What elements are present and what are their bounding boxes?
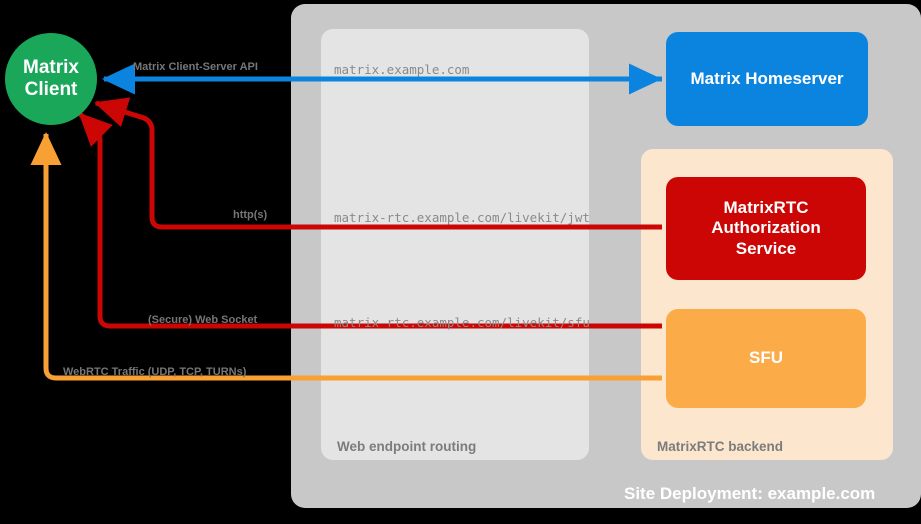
edge-label-sfu-ws: (Secure) Web Socket: [148, 314, 258, 326]
edge-sfu-ws: [78, 112, 662, 329]
edge-label-webrtc: WebRTC Traffic (UDP, TCP, TURNs): [63, 366, 247, 378]
web-endpoint-routing-panel: [321, 29, 589, 460]
route-label-matrix: matrix.example.com: [334, 62, 470, 77]
edge-label-cs-api: Matrix Client-Server API: [133, 61, 258, 73]
auth-service-label-line1: MatrixRTC: [723, 197, 809, 217]
node-matrixrtc-authorization-service[interactable]: MatrixRTC Authorization Service: [666, 177, 866, 280]
sfu-label: SFU: [749, 348, 783, 368]
caption-matrixrtc-backend: MatrixRTC backend: [657, 439, 784, 454]
matrix-client-label-line2: Client: [24, 79, 78, 100]
node-matrix-client[interactable]: Matrix Client: [5, 33, 97, 125]
route-label-livekit-sfu: matrix-rtc.example.com/livekit/sfu: [334, 315, 590, 330]
matrix-client-label-line1: Matrix: [23, 57, 79, 79]
caption-site-deployment: Site Deployment: example.com: [624, 484, 876, 503]
edge-label-jwt: http(s): [233, 209, 268, 221]
auth-service-label-line2: Authorization: [711, 218, 821, 238]
node-sfu[interactable]: SFU: [666, 309, 866, 408]
node-matrix-homeserver[interactable]: Matrix Homeserver: [666, 32, 868, 126]
route-label-livekit-jwt: matrix-rtc.example.com/livekit/jwt: [334, 210, 590, 225]
matrix-homeserver-label: Matrix Homeserver: [690, 68, 844, 88]
caption-web-endpoint-routing: Web endpoint routing: [337, 439, 477, 454]
auth-service-label-line3: Service: [735, 238, 797, 258]
edge-jwt: [94, 97, 662, 230]
edge-webrtc: [30, 131, 662, 381]
